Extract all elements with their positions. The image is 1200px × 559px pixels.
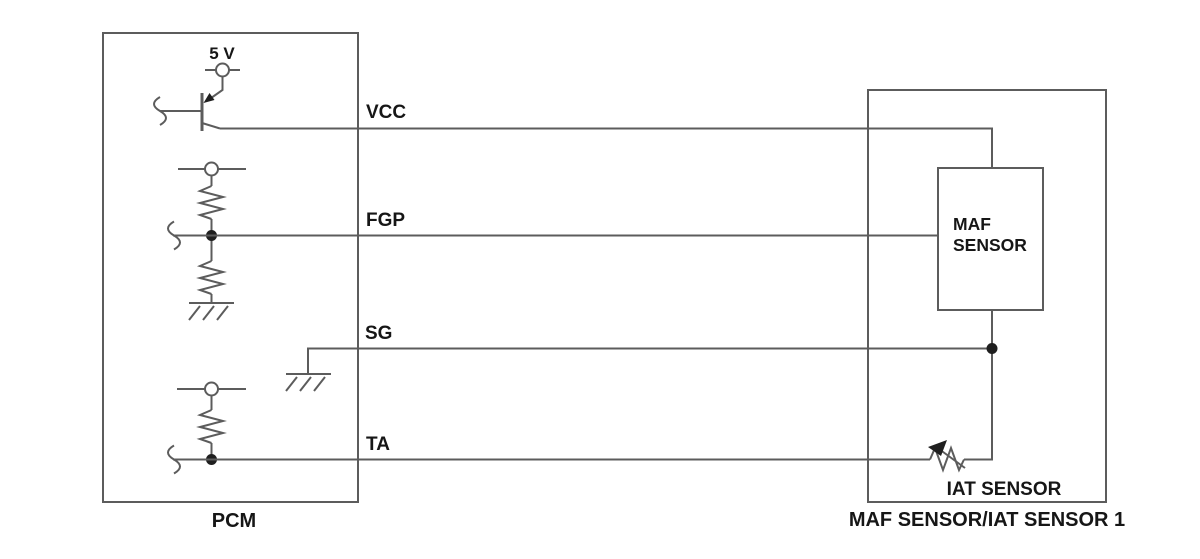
junction-dot [986, 343, 998, 354]
resistor-icon [196, 409, 227, 444]
transistor-symbol [153, 76, 224, 131]
sensor-module-label: MAF SENSOR/IAT SENSOR 1 [849, 509, 1125, 531]
thermistor-arrow-shaft [938, 448, 966, 469]
maf-sensor-label-line2: SENSOR [953, 235, 1027, 255]
sg-label: SG [365, 323, 392, 344]
wire-vcc [220, 127, 993, 168]
resistor-icon [196, 185, 227, 220]
vcc-label: VCC [366, 102, 406, 123]
ground-icon [188, 302, 234, 321]
supply-terminal [205, 62, 240, 78]
transistor-emitter-arrow-icon [203, 93, 215, 103]
fgp-label: FGP [366, 210, 405, 231]
iat-thermistor-icon [928, 440, 966, 473]
transistor-emitter [208, 76, 224, 101]
pcm-label: PCM [212, 510, 256, 532]
terminal-circle-icon [215, 62, 230, 78]
resistor-icon [196, 260, 227, 295]
maf-sensor-box [937, 167, 1044, 311]
terminal-circle-icon [204, 161, 219, 177]
iat-sensor-label: IAT SENSOR [947, 479, 1062, 500]
pcm-box [102, 32, 359, 503]
transistor-collector [201, 122, 221, 130]
sg-circuit [285, 347, 992, 392]
wire-break-icon [153, 96, 167, 126]
ta-label: TA [366, 434, 390, 455]
wire-sensor-internal [964, 310, 993, 461]
ta-circuit [167, 381, 246, 475]
supply-voltage-label: 5 V [209, 44, 235, 63]
terminal-circle-icon [204, 381, 219, 397]
thermistor-arrow-icon [928, 440, 947, 456]
maf-sensor-label-line1: MAF [953, 214, 991, 234]
wire-sg [307, 347, 992, 374]
ground-icon [285, 373, 331, 392]
